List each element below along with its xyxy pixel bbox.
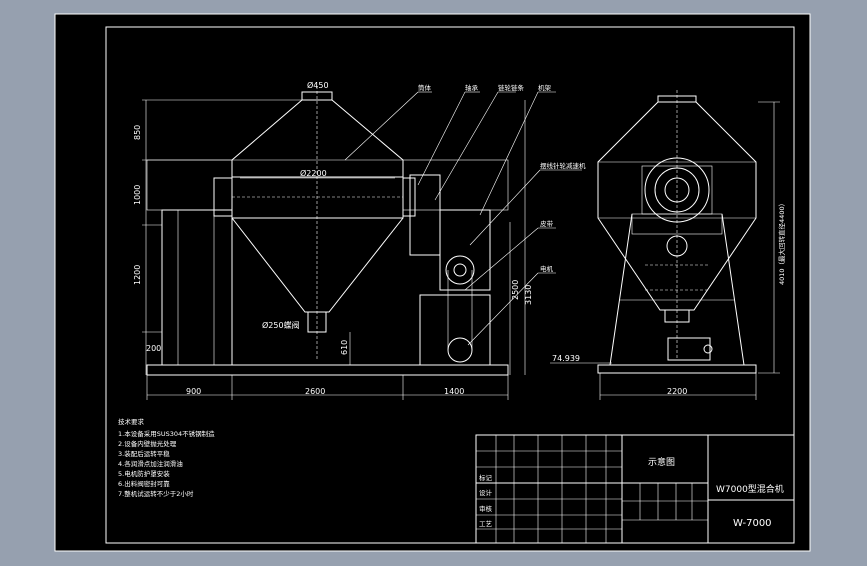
title-row-label-3: 审核 xyxy=(479,504,493,513)
dim-height-3130: 3130 xyxy=(524,285,533,305)
dim-width-1400: 1400 xyxy=(444,387,464,396)
notes-line-5: 5.电机防护罩安装 xyxy=(118,469,170,478)
dim-height-610: 610 xyxy=(340,340,349,355)
dim-outlet-diameter: Ø250蝶阀 xyxy=(262,320,300,330)
callout-reducer: 摆线针轮减速机 xyxy=(540,161,586,170)
callout-bearing: 轴承 xyxy=(465,83,479,92)
dim-width-900: 900 xyxy=(186,387,201,396)
side-view xyxy=(597,90,757,374)
drawing-sheet xyxy=(54,13,811,552)
notes-line-3: 3.装配后运转平稳 xyxy=(118,449,170,458)
front-view xyxy=(146,86,509,376)
title-row-label-1: 标记 xyxy=(479,473,493,482)
dim-top-diameter: Ø450 xyxy=(307,80,329,90)
title-row-label-2: 设计 xyxy=(479,488,493,497)
title-block xyxy=(475,434,795,544)
notes-line-1: 1.本设备采用SUS304不锈钢制造 xyxy=(118,429,215,438)
front-dimensions xyxy=(142,99,526,400)
title-row-label-4: 工艺 xyxy=(479,520,493,528)
dim-angle: 74.939 xyxy=(552,354,580,363)
dim-height-2500: 2500 xyxy=(511,280,520,300)
machine-name: W7000型混合机 xyxy=(716,483,784,495)
dim-width-2600: 2600 xyxy=(305,387,325,396)
notes-heading: 技术要求 xyxy=(118,417,145,426)
callout-motor: 电机 xyxy=(540,264,554,273)
callout-chain: 链轮链条 xyxy=(498,83,525,92)
callout-belt: 皮带 xyxy=(540,219,554,228)
notes-line-6: 6.出料阀密封可靠 xyxy=(118,479,170,488)
drawing-number: W-7000 xyxy=(733,518,772,529)
dim-side-width-2200: 2200 xyxy=(667,387,687,396)
callout-leaders xyxy=(344,91,582,346)
dim-height-200: 200 xyxy=(146,344,161,353)
dim-height-1200: 1200 xyxy=(133,265,142,285)
technical-notes: 技术要求 1.本设备采用SUS304不锈钢制造 2.设备内壁抛光处理 3.装配后… xyxy=(118,417,215,498)
callout-drum: 筒体 xyxy=(418,83,432,92)
notes-line-4: 4.各润滑点加注润滑油 xyxy=(118,459,183,468)
dim-drum-diameter: Ø2200 xyxy=(300,168,327,178)
dim-side-height-4010: 4010（最大回转直径4400） xyxy=(777,200,786,285)
side-dimensions xyxy=(550,101,780,400)
notes-line-2: 2.设备内壁抛光处理 xyxy=(118,439,177,448)
dim-height-850: 850 xyxy=(133,125,142,140)
drawing-type: 示意图 xyxy=(648,456,675,468)
drawing-frame xyxy=(105,26,795,544)
dim-height-1000: 1000 xyxy=(133,185,142,205)
notes-line-7: 7.整机试运转不少于2小时 xyxy=(118,489,194,498)
callout-frame: 机架 xyxy=(538,83,552,92)
